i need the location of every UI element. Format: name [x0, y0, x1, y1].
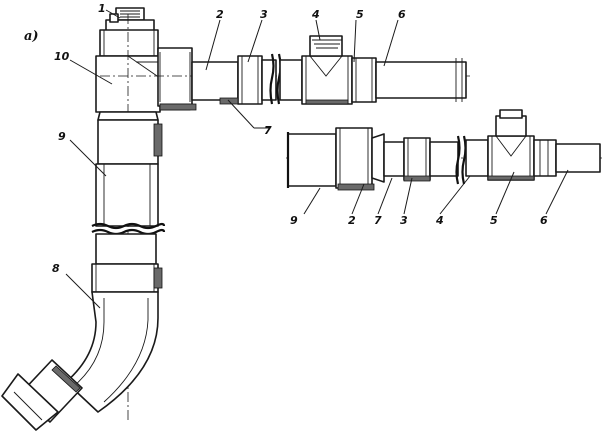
detail-reducer-2	[335, 127, 373, 189]
bend-socket	[91, 263, 159, 293]
callout-6: 6	[398, 8, 406, 21]
detail-callout-7: 7	[374, 214, 382, 227]
detail-callout-2: 2	[348, 214, 356, 227]
callout-2: 2	[216, 8, 224, 21]
tee-upper-socket	[99, 29, 159, 57]
detail-pipe-7	[383, 141, 405, 177]
cleanout-cap	[105, 7, 155, 33]
detail-callout-5: 5	[490, 214, 498, 227]
detail-view-labels: 9 2 7 3 4 5 6	[290, 214, 548, 227]
branch-tee-4	[301, 55, 353, 105]
pipe-section-middle	[95, 163, 159, 227]
callout-10: 10	[54, 50, 70, 63]
branch-coupling-3	[237, 55, 263, 105]
main-view-leaders	[65, 9, 399, 309]
callout-3: 3	[260, 8, 268, 21]
callout-1: 1	[98, 2, 106, 15]
tee-cleanout	[309, 35, 343, 57]
detail-tee-cleanout	[495, 115, 527, 137]
joint-seal-7	[159, 97, 239, 111]
detail-branch-view	[286, 109, 602, 191]
detail-tee-5	[487, 135, 535, 181]
callout-5: 5	[356, 8, 364, 21]
branch-pipe-6	[375, 61, 467, 99]
socket-seal	[153, 123, 163, 157]
pipe-section-upper	[97, 119, 159, 165]
break-line	[91, 222, 166, 230]
branch-pipe-2	[191, 61, 239, 101]
detail-callout-4: 4	[435, 214, 444, 227]
detail-callout-6: 6	[540, 214, 548, 227]
callout-8: 8	[52, 262, 60, 275]
vertical-pipe-assembly	[1, 7, 193, 431]
detail-view-leaders	[303, 169, 569, 215]
tee-lower-collar	[97, 111, 159, 121]
detail-callout-9: 9	[290, 214, 298, 227]
detail-callout-3: 3	[400, 214, 408, 227]
main-view-labels: 1 2 3 4 5 6 7 8 9 10	[52, 2, 406, 275]
callout-9: 9	[58, 130, 66, 143]
callout-7: 7	[264, 124, 272, 137]
panel-label: a)	[24, 29, 39, 44]
callout-4: 4	[311, 8, 320, 21]
tee-branch-socket	[157, 47, 193, 107]
detail-pipe-9	[287, 133, 337, 187]
elbow-bend	[65, 291, 159, 413]
horizontal-branch-assembly	[100, 35, 470, 111]
pipe-section-lower	[95, 233, 157, 265]
detail-pipe-6	[555, 143, 601, 173]
